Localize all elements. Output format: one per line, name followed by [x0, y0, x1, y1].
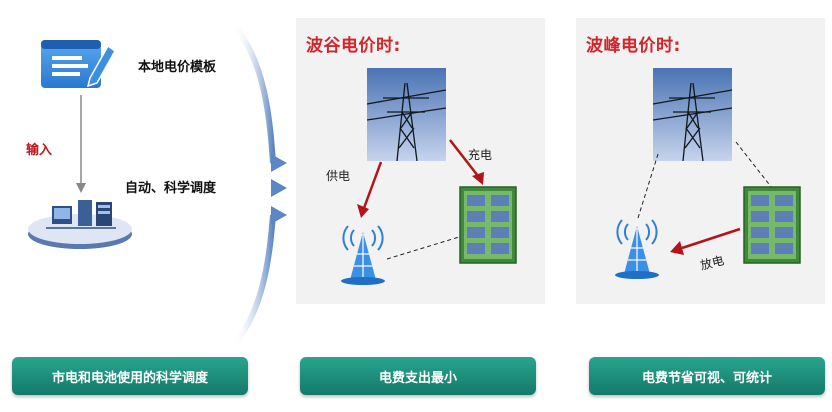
discharge-arrow: [668, 226, 742, 256]
scientific-dispatch-button[interactable]: 市电和电池使用的科学调度: [12, 357, 248, 395]
peak-title: 波峰电价时:: [586, 36, 681, 56]
antenna-tower-icon-2: [606, 214, 668, 280]
charge-arrow: [448, 138, 488, 186]
flow-arrows: [225, 20, 305, 350]
valley-title: 波谷电价时:: [306, 36, 401, 56]
pylon-links: [630, 140, 780, 230]
down-arrow: [74, 95, 88, 195]
tower-battery-link: [385, 233, 461, 263]
pylon-photo-2: [653, 68, 732, 161]
template-label: 本地电价模板: [138, 60, 217, 75]
supply-arrow: [355, 160, 385, 220]
savings-visible-button[interactable]: 电费节省可视、可统计: [589, 357, 825, 395]
supply-label: 供电: [326, 169, 351, 183]
dispatch-label: 自动、科学调度: [125, 181, 217, 196]
server-platform-icon: [26, 192, 134, 252]
antenna-tower-icon: [332, 220, 394, 286]
input-label: 输入: [26, 143, 53, 158]
pylon-photo: [367, 68, 446, 161]
battery-cabinet-icon: [459, 186, 517, 264]
charge-label: 充电: [468, 148, 493, 162]
min-cost-button[interactable]: 电费支出最小: [300, 357, 536, 395]
template-icon: [38, 34, 118, 94]
battery-cabinet-icon-2: [743, 186, 801, 264]
